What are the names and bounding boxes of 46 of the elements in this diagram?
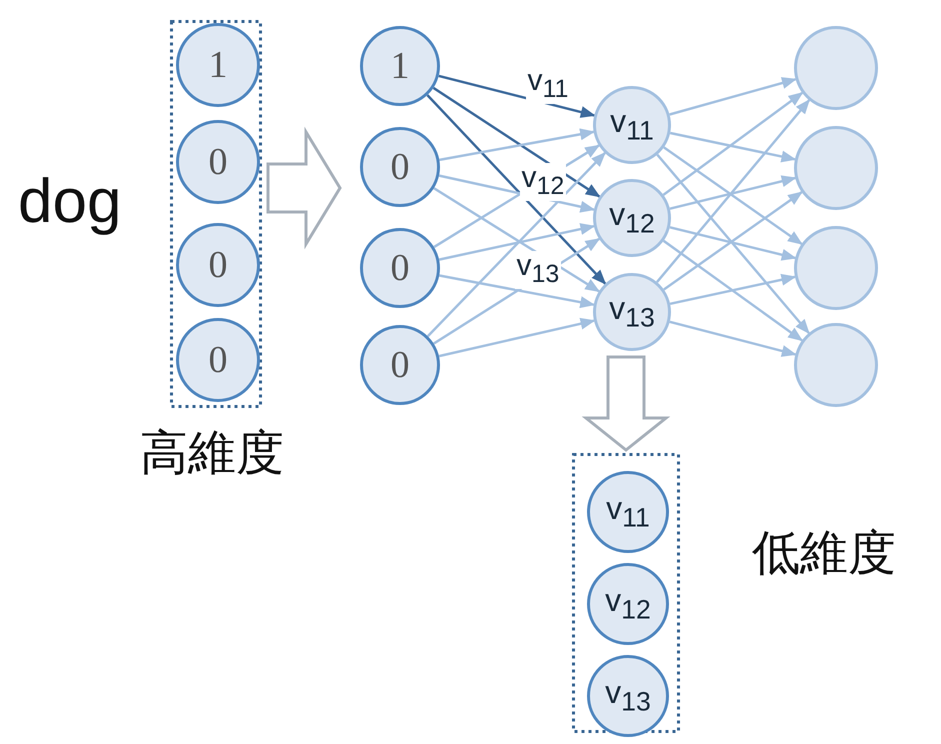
empty-neuron-circle	[794, 226, 878, 310]
neuron-circle: 0	[176, 318, 260, 402]
dotted-frame	[170, 20, 262, 408]
arrow	[438, 223, 596, 261]
arrow	[432, 86, 601, 198]
neuron-circle: 1	[176, 23, 260, 107]
neuron-circle: 0	[176, 120, 260, 204]
word-label: dog	[18, 168, 122, 236]
arrow	[663, 191, 803, 291]
arrow	[426, 152, 606, 338]
neuron-circle: v$_{11}$	[587, 471, 669, 553]
empty-neuron-circle	[794, 323, 878, 407]
neuron-circle: v$_{11}$	[593, 86, 671, 164]
neuron-circle: v$_{13}$	[587, 655, 669, 737]
hollow-arrow	[582, 356, 670, 452]
neuron-circle: 1	[360, 26, 440, 106]
neuron-circle: 0	[360, 325, 440, 405]
arrow	[670, 175, 797, 210]
arrow	[656, 154, 810, 334]
empty-neuron-circle	[794, 26, 878, 110]
arrow	[663, 146, 803, 245]
arrow	[669, 77, 797, 116]
axis-caption: 低維度	[752, 528, 896, 581]
neuron-circle: v$_{13}$	[593, 273, 671, 351]
arrow	[426, 94, 606, 285]
arrow	[670, 226, 797, 261]
arrow	[438, 74, 596, 118]
hollow-arrow	[266, 126, 342, 250]
arrow	[662, 240, 804, 342]
neuron-circle: v$_{12}$	[593, 179, 671, 257]
arrow	[670, 132, 796, 162]
empty-neuron-circle	[794, 126, 878, 210]
neuron-circle: 0	[176, 223, 260, 307]
arrow	[439, 128, 596, 162]
edge-label: v$_{12}$	[520, 163, 566, 201]
neuron-circle: 0	[360, 228, 440, 308]
edge-label: v$_{13}$	[514, 251, 562, 289]
arrow	[670, 274, 796, 306]
arrow	[438, 318, 596, 358]
axis-caption: 高維度	[140, 428, 284, 481]
arrow	[669, 320, 797, 357]
arrow	[439, 274, 596, 308]
neuron-circle: 0	[360, 127, 440, 207]
arrow	[662, 92, 804, 196]
arrow	[656, 99, 810, 283]
neuron-circle: v$_{12}$	[587, 563, 669, 645]
